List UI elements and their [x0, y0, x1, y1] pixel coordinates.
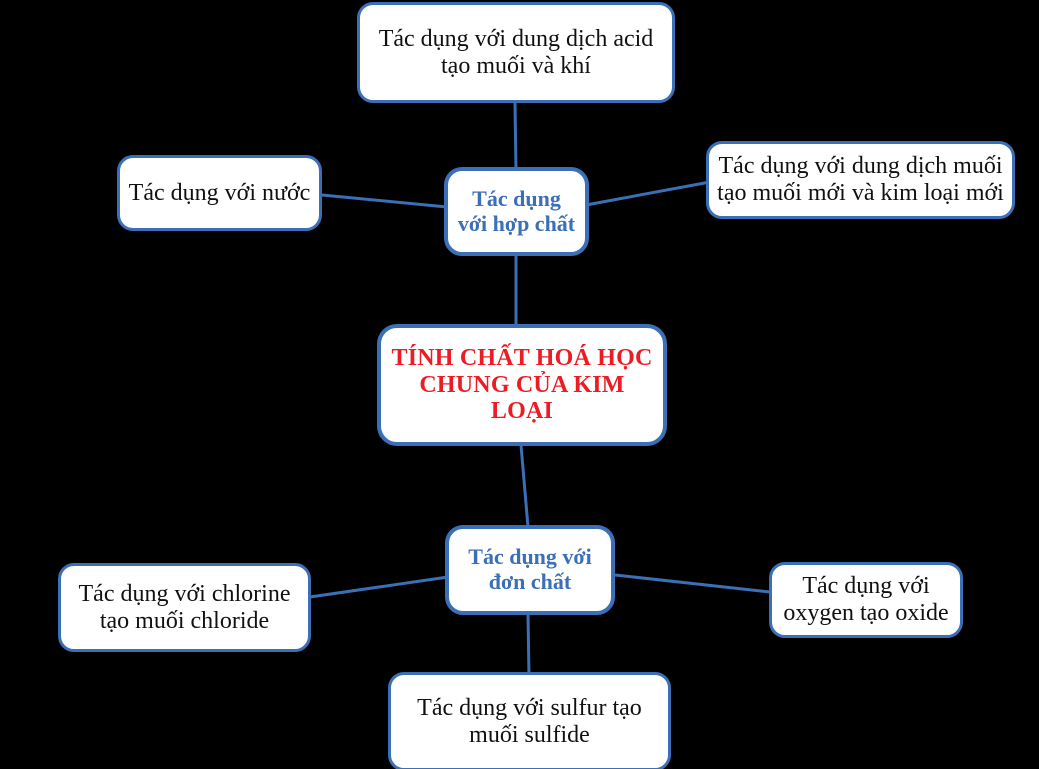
node-leaf-sulfur-label: Tác dụng với sulfur tạo muối sulfide: [417, 694, 642, 748]
node-leaf-chlorine-label: Tác dụng với chlorine tạo muối chloride: [78, 580, 291, 634]
node-leaf-chlorine[interactable]: Tác dụng với chlorine tạo muối chloride: [58, 563, 311, 652]
node-branch-element[interactable]: Tác dụng với đơn chất: [445, 525, 615, 615]
node-leaf-oxygen[interactable]: Tác dụng với oxygen tạo oxide: [769, 562, 963, 638]
node-leaf-acid[interactable]: Tác dụng với dung dịch acid tạo muối và …: [357, 2, 675, 103]
node-leaf-water[interactable]: Tác dụng với nước: [117, 155, 322, 231]
connector-compound-to-acid: [513, 102, 518, 171]
connector-element-to-oxygen: [614, 573, 771, 594]
node-leaf-acid-label: Tác dụng với dung dịch acid tạo muối và …: [378, 25, 654, 79]
connector-element-to-sulfur: [526, 613, 531, 677]
node-branch-element-label: Tác dụng với đơn chất: [468, 544, 592, 594]
connector-element-to-chlorine: [309, 575, 449, 599]
node-leaf-salt-label: Tác dụng với dung dịch muối tạo muối mới…: [717, 153, 1004, 206]
node-leaf-salt[interactable]: Tác dụng với dung dịch muối tạo muối mới…: [706, 141, 1015, 219]
node-branch-compound-label: Tác dụng với hợp chất: [457, 185, 576, 236]
node-leaf-water-label: Tác dụng với nước: [128, 179, 311, 206]
node-leaf-sulfur[interactable]: Tác dụng với sulfur tạo muối sulfide: [388, 672, 671, 769]
node-root-title[interactable]: TÍNH CHẤT HOÁ HỌC CHUNG CỦA KIM LOẠI: [377, 324, 667, 446]
connector-root-to-element: [519, 444, 530, 528]
connector-compound-to-water: [321, 193, 448, 209]
node-root-title-label: TÍNH CHẤT HOÁ HỌC CHUNG CỦA KIM LOẠI: [391, 344, 653, 425]
connector-compound-to-salt: [585, 180, 711, 207]
node-leaf-oxygen-label: Tác dụng với oxygen tạo oxide: [783, 573, 949, 626]
node-branch-compound[interactable]: Tác dụng với hợp chất: [444, 167, 589, 256]
